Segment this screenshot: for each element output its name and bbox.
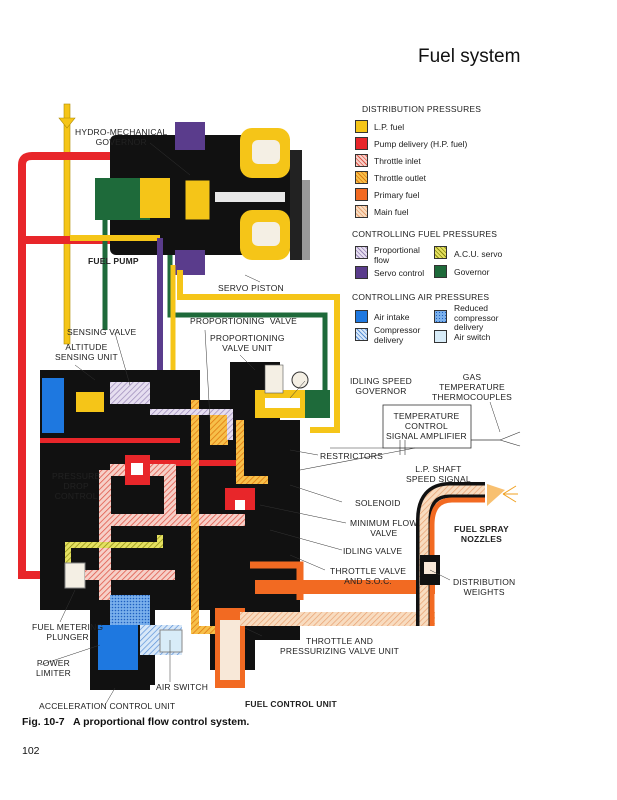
legend-label: Main fuel xyxy=(374,207,409,217)
legend-heading-distribution: DISTRIBUTION PRESSURES xyxy=(362,104,482,114)
label-fuel-spray-nozzles: FUEL SPRAY NOZZLES xyxy=(454,524,509,544)
legend-label: Governor xyxy=(454,267,490,277)
legend-swatch-air-intake xyxy=(355,310,368,323)
legend-swatch-throttle-outlet xyxy=(355,171,368,184)
legend-swatch-pump-delivery xyxy=(355,137,368,150)
legend-label: Proportional flow xyxy=(374,245,420,265)
label-acceleration-control-unit: ACCELERATION CONTROL UNIT xyxy=(39,701,176,711)
label-fuel-control-unit: FUEL CONTROL UNIT xyxy=(245,699,337,709)
legend-label: Compressor delivery xyxy=(374,325,421,345)
legend-swatch-compressor-delivery xyxy=(355,328,368,341)
label-temperature-control-signal-amplifier: TEMPERATURE CONTROL SIGNAL AMPLIFIER xyxy=(386,411,467,441)
legend-swatch-main-fuel xyxy=(355,205,368,218)
legend-swatch-lp-fuel xyxy=(355,120,368,133)
legend-label: Reduced compressor delivery xyxy=(454,303,499,332)
label-idling-valve: IDLING VALVE xyxy=(343,546,403,556)
legend-swatch-primary-fuel xyxy=(355,188,368,201)
legend-label: Pump delivery (H.P. fuel) xyxy=(374,139,468,149)
legend-swatch-servo-control xyxy=(355,266,368,279)
label-air-switch: AIR SWITCH xyxy=(156,682,209,692)
label-proportioning-valve-unit: PROPORTIONING VALVE UNIT xyxy=(210,333,285,353)
throttle-pressurizing-valve-unit xyxy=(215,580,435,688)
legend-heading-controlling-air: CONTROLLING AIR PRESSURES xyxy=(352,292,490,302)
label-distribution-weights: DISTRIBUTION WEIGHTS xyxy=(453,577,516,597)
label-gas-temperature-thermocouples: GAS TEMPERATURE THERMOCOUPLES xyxy=(432,372,513,402)
signal-amplifier-box xyxy=(299,404,521,471)
label-fuel-pump: FUEL PUMP xyxy=(88,256,139,266)
legend-label: Primary fuel xyxy=(374,190,420,200)
label-restrictors: RESTRICTORS xyxy=(320,451,383,461)
governor-and-lp-lines xyxy=(70,220,340,480)
lp-fuel-inlet xyxy=(58,103,76,345)
label-pressure-drop-control: PRESSURE DROP CONTROL xyxy=(52,471,101,501)
label-hydro-mechanical-governor: HYDRO-MECHANICAL GOVERNOR xyxy=(75,127,168,147)
legend-swatch-governor xyxy=(434,265,447,278)
legend-swatch-proportional-flow xyxy=(355,246,368,259)
legend-label: Air switch xyxy=(454,332,491,342)
page-number: 102 xyxy=(22,745,40,757)
label-idling-speed-governor: IDLING SPEED GOVERNOR xyxy=(350,376,412,396)
label-solenoid: SOLENOID xyxy=(355,498,401,508)
label-power-limiter: POWER LIMITER xyxy=(36,658,71,678)
page-header-title: Fuel system xyxy=(418,46,521,67)
legend-label: Air intake xyxy=(374,312,410,322)
label-throttle-valve-soc: THROTTLE VALVE AND S.O.C. xyxy=(330,566,407,586)
fuel-spray-nozzle-manifold xyxy=(416,482,518,626)
legend-swatch-acu-servo xyxy=(434,246,447,259)
acceleration-control-unit xyxy=(95,595,183,685)
label-servo-piston: SERVO PISTON xyxy=(218,283,284,293)
legend-label: L.P. fuel xyxy=(374,122,405,132)
legend-label: A.C.U. servo xyxy=(454,249,503,259)
leader-lines xyxy=(39,142,501,706)
legend-swatch-reduced-compressor-delivery xyxy=(434,310,447,323)
figure-caption: Fig. 10-7 A proportional flow control sy… xyxy=(22,716,250,728)
legend-label: Throttle inlet xyxy=(374,156,421,166)
label-sensing-valve: SENSING VALVE xyxy=(67,327,137,337)
label-proportioning-valve: PROPORTIONING VALVE xyxy=(190,316,297,326)
idling-speed-governor xyxy=(255,364,330,418)
label-minimum-flow-valve: MINIMUM FLOW VALVE xyxy=(350,518,418,538)
fuel-pump-body xyxy=(95,122,310,275)
legend-swatch-air-switch xyxy=(434,330,447,343)
legend-label: Servo control xyxy=(374,268,425,278)
label-fuel-metering-plunger: FUEL METERING PLUNGER xyxy=(32,622,104,642)
legend-label: Throttle outlet xyxy=(374,173,426,183)
legend-heading-controlling-fuel: CONTROLLING FUEL PRESSURES xyxy=(352,229,498,239)
legend-swatch-throttle-inlet xyxy=(355,154,368,167)
label-altitude-sensing-unit: ALTITUDE SENSING UNIT xyxy=(55,342,118,362)
label-throttle-pressurizing-valve-unit: THROTTLE AND PRESSURIZING VALVE UNIT xyxy=(280,636,400,656)
label-lp-shaft-speed-signal: L.P. SHAFT SPEED SIGNAL xyxy=(406,464,471,484)
